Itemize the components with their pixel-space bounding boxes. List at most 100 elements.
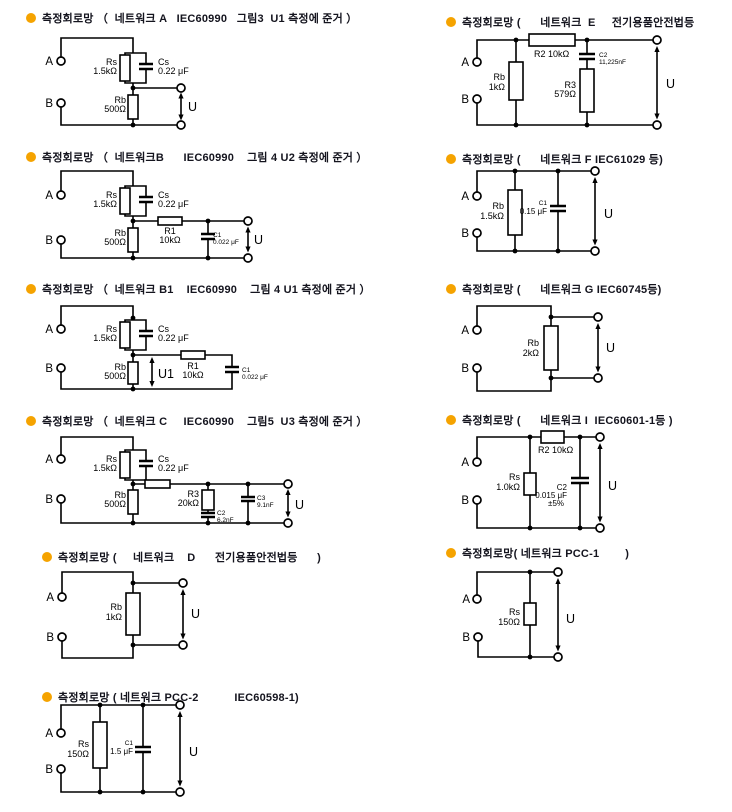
- rs-value: 1.5kΩ: [93, 333, 117, 343]
- r1-label: R1: [187, 361, 199, 371]
- terminal-a-label: A: [461, 57, 469, 69]
- resistor-rs: [119, 54, 131, 82]
- junction-dot: [527, 654, 533, 660]
- output-terminal: [176, 83, 186, 93]
- voltage-arrow-u: [285, 489, 291, 518]
- c1-value: 0.022 μF: [242, 374, 268, 381]
- terminal-a: [472, 57, 482, 67]
- r2-label: R2 10kΩ: [538, 445, 574, 455]
- terminal-a: [472, 325, 482, 335]
- wires: [476, 170, 592, 252]
- rb-label: Rb: [492, 201, 504, 211]
- c1-value: 0.15 μF: [520, 207, 547, 216]
- junction-dot: [130, 642, 136, 648]
- bullet-icon: [446, 17, 456, 27]
- circuit-c-header: 측정회로망 （ 네트워크 C IEC60990 그림5 U3 측정에 준거 ）: [26, 413, 368, 429]
- junction-dot: [205, 481, 211, 487]
- junction-dot: [548, 314, 554, 320]
- terminal-b-label: B: [45, 764, 53, 776]
- rb-value: 1kΩ: [489, 82, 506, 92]
- circuit-f-header: 측정회로망 ( 네트워크 F IEC61029 등): [446, 151, 663, 167]
- rb-label: Rb: [114, 490, 126, 500]
- resistor-rb: [508, 61, 524, 101]
- resistor-rb: [127, 94, 139, 120]
- bullet-icon: [446, 415, 456, 425]
- terminal-b-label: B: [46, 632, 54, 644]
- r2-label: R2 10kΩ: [534, 49, 570, 59]
- c3-label: C3: [257, 495, 266, 502]
- terminal-b: [57, 632, 67, 642]
- voltage-arrow-u: [245, 226, 251, 253]
- c1-label: C1: [125, 740, 134, 747]
- bullet-icon: [26, 284, 36, 294]
- terminal-a-label: A: [45, 190, 53, 202]
- circuit-a-header: 측정회로망 （ 네트워크 A IEC60990 그림3 U1 측정에 준거 ）: [26, 10, 357, 26]
- terminal-b: [472, 228, 482, 238]
- wires: [476, 305, 595, 392]
- u-label: U: [295, 498, 304, 512]
- output-terminal: [590, 246, 600, 256]
- circuit-b1-title: 측정회로망 （ 네트워크 B1 IEC60990 그림 4 U1 측정에 준거 …: [42, 284, 371, 296]
- rs-label: Rs: [106, 190, 117, 200]
- output-terminal: [590, 166, 600, 176]
- terminal-b: [56, 98, 66, 108]
- u-label: U: [191, 607, 200, 621]
- output-terminal: [175, 700, 185, 710]
- rs-value: 150Ω: [67, 749, 89, 759]
- voltage-arrow-u1: [149, 357, 155, 387]
- output-terminal: [243, 216, 253, 226]
- junction-dot: [512, 168, 518, 174]
- output-terminal: [553, 652, 563, 662]
- voltage-arrow-u: [180, 589, 186, 640]
- resistor-rs: [92, 721, 108, 769]
- junction-dot: [555, 168, 561, 174]
- terminal-b-label: B: [461, 228, 469, 240]
- output-terminal: [283, 479, 293, 489]
- terminal-a: [472, 191, 482, 201]
- circuit-network-i-diagram: A B R2 10kΩ Rs 1.0kΩ C2 0.015 μF ±5% U: [461, 430, 617, 533]
- bullet-icon: [42, 552, 52, 562]
- terminal-a-label: A: [45, 56, 53, 68]
- u-label: U: [606, 341, 615, 355]
- capacitor-cs: [139, 329, 153, 338]
- circuit-network-b1-diagram: A B Rs 1.5kΩ Cs 0.22 μF Rb 500Ω U1 R1 10…: [45, 305, 268, 392]
- u-label: U: [188, 100, 197, 114]
- output-terminal: [243, 253, 253, 263]
- cs-value: 0.22 μF: [158, 333, 189, 343]
- junction-dot: [97, 789, 103, 795]
- junction-dot: [513, 37, 519, 43]
- rb-label: Rb: [114, 228, 126, 238]
- rs-value: 150Ω: [498, 617, 520, 627]
- circuit-a-title: 측정회로망 （ 네트워크 A IEC60990 그림3 U1 측정에 준거 ）: [42, 13, 358, 25]
- circuit-network-g-diagram: A B Rb 2kΩ U: [461, 305, 615, 392]
- terminal-b: [472, 495, 482, 505]
- resistor-r2: [528, 33, 576, 47]
- circuit-b1-header: 측정회로망 （ 네트워크 B1 IEC60990 그림 4 U1 측정에 준거 …: [26, 281, 371, 297]
- rs-label: Rs: [106, 57, 117, 67]
- output-terminal: [652, 35, 662, 45]
- terminal-a: [56, 728, 66, 738]
- rs-label: Rs: [509, 607, 520, 617]
- rs-value: 1.0kΩ: [496, 482, 520, 492]
- circuit-c-title: 측정회로망 （ 네트워크 C IEC60990 그림5 U3 측정에 준거 ）: [42, 416, 368, 428]
- circuit-pcc2-title: 측정회로망 ( 네트워크 PCC-2 IEC60598-1): [58, 692, 299, 704]
- resistor-rs: [119, 187, 131, 215]
- terminal-a-label: A: [462, 594, 470, 606]
- circuit-b-title: 측정회로망 （ 네트워크B IEC60990 그림 4 U2 측정에 준거 ）: [42, 152, 368, 164]
- voltage-arrow-u: [178, 92, 184, 121]
- resistor-rs: [119, 451, 131, 479]
- c2-value: 11,225nF: [599, 59, 626, 66]
- terminal-a-label: A: [461, 325, 469, 337]
- circuit-network-e-diagram: A B R2 10kΩ Rb 1kΩ C2 11,225nF R3 579Ω U: [461, 33, 675, 130]
- junction-dot: [130, 85, 136, 91]
- terminal-b: [56, 235, 66, 245]
- circuit-network-b-diagram: A B Rs 1.5kΩ Cs 0.22 μF Rb 500Ω R1 10kΩ …: [45, 170, 263, 263]
- resistor-rb: [127, 489, 139, 515]
- junction-dot: [527, 569, 533, 575]
- junction-dot: [205, 520, 211, 526]
- junction-dot: [130, 315, 136, 321]
- junction-dot: [584, 37, 590, 43]
- terminal-b-label: B: [461, 363, 469, 375]
- rb-label: Rb: [527, 338, 539, 348]
